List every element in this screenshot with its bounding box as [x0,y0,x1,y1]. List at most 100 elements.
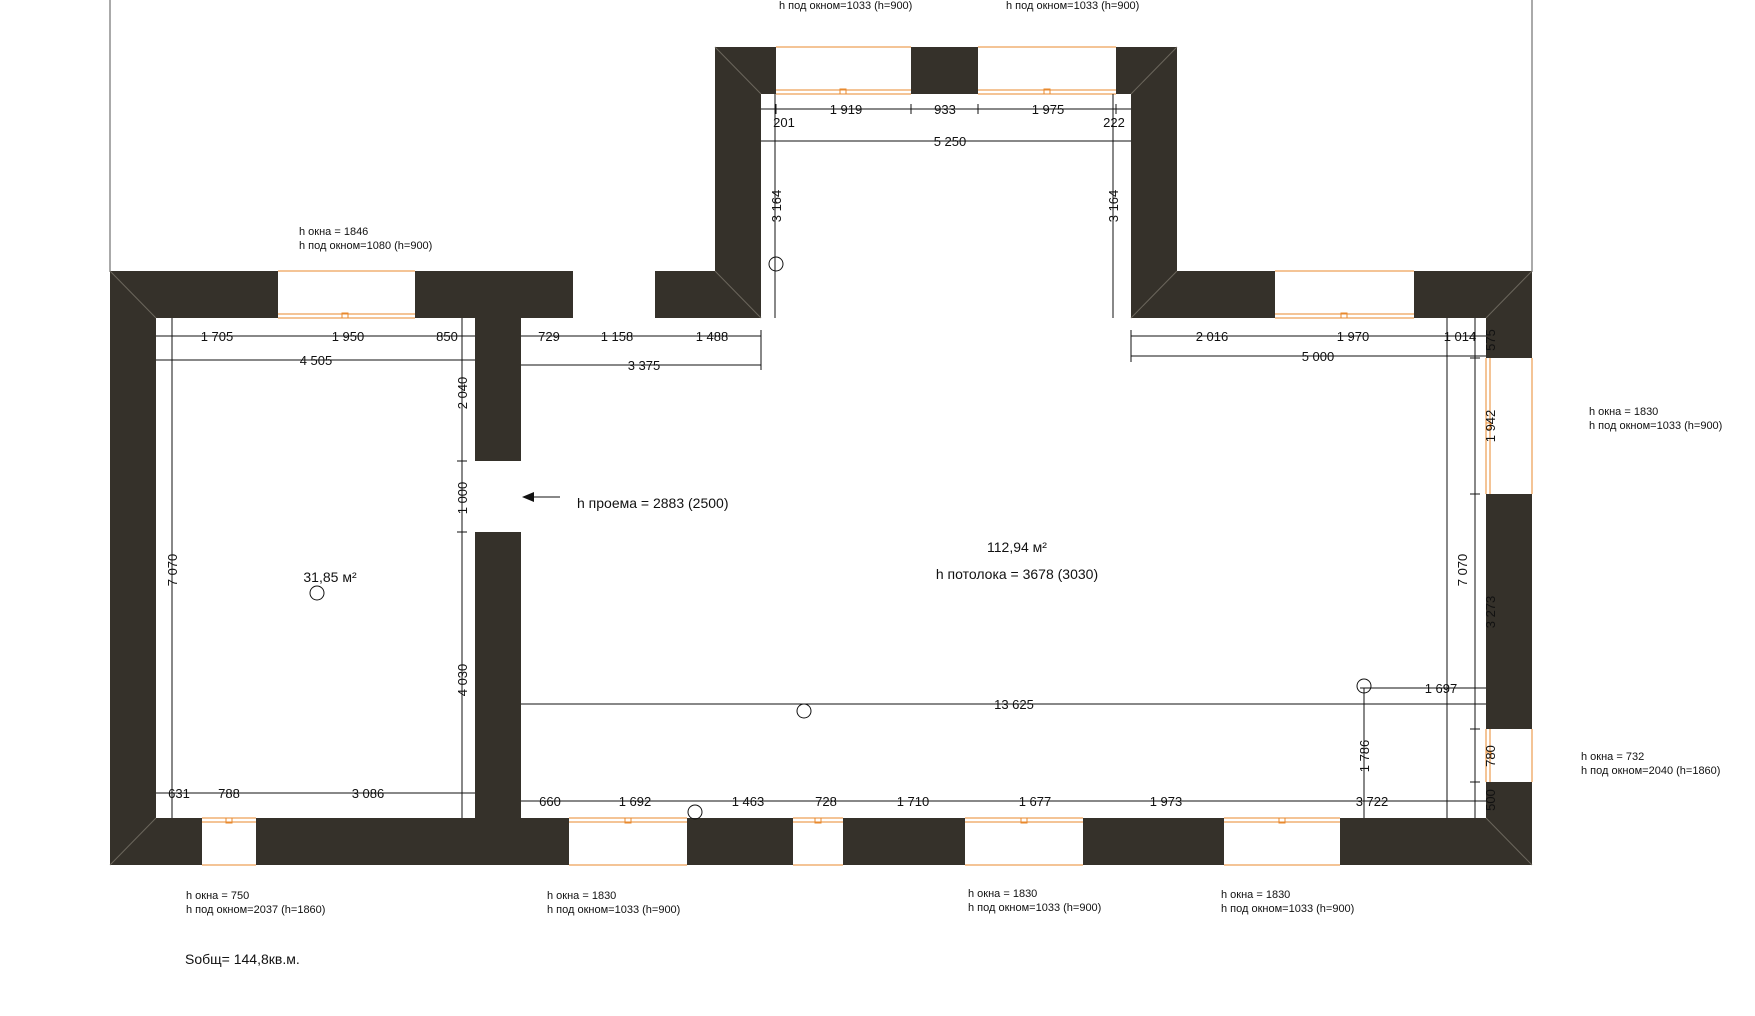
dim-label: 729 [538,329,560,344]
corner-line [1130,46,1178,95]
dim-label: 1 000 [455,482,470,515]
dim-label: 3 375 [628,358,661,373]
dim-label: 5 000 [1302,349,1335,364]
window-note: h под окном=1033 (h=900) [968,902,1101,914]
window-bottom-4 [965,817,1083,866]
dim-label: 1 463 [732,794,765,809]
ceiling-light-icon [1356,678,1372,694]
arrow-icon [522,492,534,502]
dim-label: 1 705 [201,329,234,344]
dim-label: 575 [1483,329,1498,351]
window-note: h под окном=1033 (h=900) [1221,903,1354,915]
dim-label: 788 [218,786,240,801]
walls [110,47,1532,865]
window-bottom-2 [569,817,687,866]
window-note: h окна = 1830 [1221,889,1290,901]
ceiling-height: h потолока = 3678 (3030) [936,566,1098,582]
dim-label: 631 [168,786,190,801]
window-note: h окна = 1830 [968,888,1037,900]
window-note: h окна = 750 [186,890,249,902]
corner-line [1485,270,1533,319]
ceiling-light-icon [687,804,703,820]
dim-label: 4 030 [455,664,470,697]
dim-label: 3 722 [1356,794,1389,809]
corner-line [109,817,157,866]
window-bottom-1 [202,817,256,866]
ceiling-light-icon [768,256,784,272]
dim-label: 7 070 [1455,554,1470,587]
dim-label: 2 040 [455,377,470,410]
dim-label: 3 086 [352,786,385,801]
window-note: h под окном=2040 (h=1860) [1581,765,1720,777]
dim-label: 1 973 [1150,794,1183,809]
corner-diagonals [109,46,1533,866]
dim-label: 933 [934,102,956,117]
dim-label: 1 919 [830,102,863,117]
dim-label: 1 158 [601,329,634,344]
dim-label: 1 975 [1032,102,1065,117]
dim-label: 1 970 [1337,329,1370,344]
dim-label: 780 [1483,745,1498,767]
windows [202,46,1533,866]
dim-label: 3 273 [1483,596,1498,629]
dim-label: 201 [773,115,795,130]
dim-label: 2 016 [1196,329,1229,344]
window-note: h под окном=2037 (h=1860) [186,904,325,916]
dim-label: 1 488 [696,329,729,344]
main-room-area: 112,94 м² [987,539,1047,555]
corner-line [1485,817,1533,866]
window-note: h под окном=1033 (h=900) [779,0,912,12]
light-fixtures [309,256,1372,820]
dim-label: 850 [436,329,458,344]
dim-label: 3 164 [1106,190,1121,223]
door-opening [475,461,521,532]
window-note: h под окном=1033 (h=900) [547,904,680,916]
corner-line [714,46,762,95]
dim-label: 1 710 [897,794,930,809]
dim-label: 1 697 [1425,681,1458,696]
dim-label: 3 164 [769,190,784,223]
window-right-lower [1485,729,1533,782]
dimension-lines [156,94,1486,818]
dim-label: 1 942 [1483,410,1498,443]
window-note: h под окном=1080 (h=900) [299,240,432,252]
opening-height-note: h проема = 2883 (2500) [577,495,728,511]
corner-line [109,270,157,319]
dim-label: 222 [1103,115,1125,130]
opening-arrow [522,492,560,502]
window-right-upper [1485,358,1533,494]
dim-label: 1 677 [1019,794,1052,809]
window-note: h окна = 1830 [547,890,616,902]
ceiling-light-icon [796,703,812,719]
dim-label: 728 [815,794,837,809]
window-top-bay-right [978,46,1116,95]
window-top-right [1275,270,1414,319]
window-note: h окна = 1830 [1589,406,1658,418]
window-note: h под окном=1033 (h=900) [1006,0,1139,12]
window-note: h под окном=1033 (h=900) [1589,420,1722,432]
dimension-labels: 201 1 919 933 1 975 222 5 250 3 164 3 16… [165,102,1498,811]
total-area: Sобщ= 144,8кв.м. [185,951,300,967]
dim-label: 1 950 [332,329,365,344]
corner-line [1130,270,1178,319]
window-top-bay-left [776,46,911,95]
dim-label: 4 505 [300,353,333,368]
dim-label: 660 [539,794,561,809]
dim-label: 7 070 [165,554,180,587]
window-bottom-3 [793,817,843,866]
corner-line [714,270,762,319]
dim-label: 1 786 [1357,740,1372,773]
dim-label: 500 [1483,789,1498,811]
dim-label: 13 625 [994,697,1034,712]
window-bottom-5 [1224,817,1340,866]
dim-label: 5 250 [934,134,967,149]
left-room-area: 31,85 м² [303,569,357,585]
window-notes: h под окном=1033 (h=900) h под окном=103… [186,0,1722,916]
dim-label: 1 014 [1444,329,1477,344]
dim-label: 1 692 [619,794,652,809]
wall-outline [110,47,1532,865]
window-top-left [278,270,415,319]
ceiling-light-icon [309,585,325,601]
window-note: h окна = 732 [1581,751,1644,763]
